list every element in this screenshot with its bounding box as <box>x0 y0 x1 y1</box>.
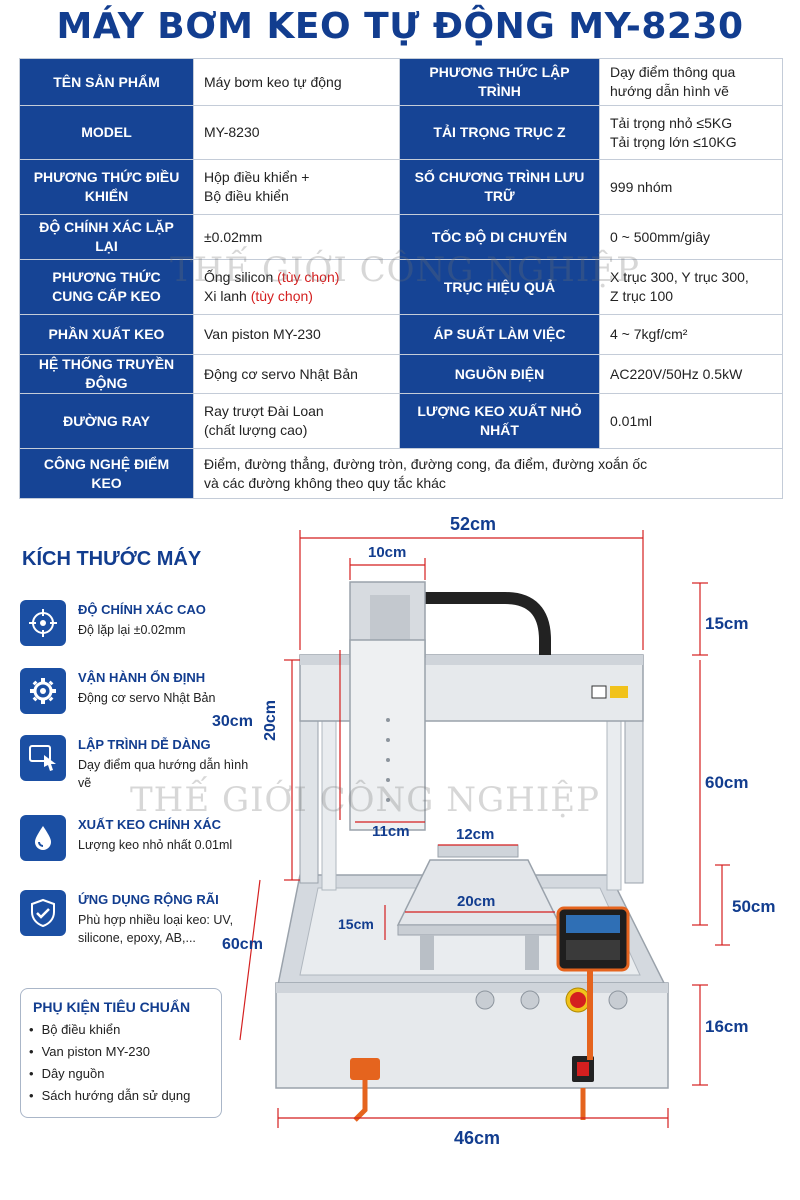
gear-icon <box>30 678 56 704</box>
button-icon <box>520 990 540 1010</box>
spec-value: Ray trượt Đài Loan(chất lượng cao) <box>193 393 400 449</box>
feature-desc: Động cơ servo Nhật Bản <box>78 691 216 705</box>
spec-value: 999 nhóm <box>599 159 783 215</box>
accessories-list: Bộ điều khiển Van piston MY-230 Dây nguồ… <box>29 1019 191 1107</box>
spec-table: TÊN SẢN PHẨM Máy bơm keo tự động PHƯƠNG … <box>19 58 783 499</box>
feature-desc: Dạy điểm qua hướng dẫn hình vẽ <box>78 758 249 790</box>
spec-key: TỐC ĐỘ DI CHUYỂN <box>399 214 600 260</box>
spec-key: MODEL <box>19 105 194 160</box>
dimensions-title: KÍCH THƯỚC MÁY <box>22 548 202 570</box>
list-item: Dây nguồn <box>29 1063 190 1085</box>
connector-icon <box>350 1058 380 1080</box>
spec-row: ĐỘ CHÍNH XÁC LẶP LẠI ±0.02mm TỐC ĐỘ DI C… <box>19 214 783 260</box>
spec-value: 0 ~ 500mm/giây <box>599 214 783 260</box>
spec-key: NGUỒN ĐIỆN <box>399 354 600 394</box>
list-item: Sách hướng dẫn sử dụng <box>29 1085 191 1107</box>
dim-depth: 60cm <box>222 936 263 953</box>
feature-desc: Lượng keo nhỏ nhất 0.01ml <box>78 838 233 852</box>
spec-value: Điểm, đường thẳng, đường tròn, đường con… <box>193 448 783 499</box>
spec-value: 0.01ml <box>599 393 783 449</box>
spec-key: ĐỘ CHÍNH XÁC LẶP LẠI <box>19 214 194 260</box>
dim-carriage-width: 11cm <box>372 823 410 840</box>
feature-title: VẬN HÀNH ỔN ĐỊNH <box>78 670 206 685</box>
spec-value: X trục 300, Y trục 300,Z trục 100 <box>599 259 783 315</box>
spec-key: PHẦN XUẤT KEO <box>19 314 194 355</box>
feature-desc: Phù hợp nhiều loại keo: UV, silicone, ep… <box>78 913 234 945</box>
dim-height: 60cm <box>705 773 749 792</box>
spec-value: AC220V/50Hz 0.5kW <box>599 354 783 394</box>
spec-row: TÊN SẢN PHẨM Máy bơm keo tự động PHƯƠNG … <box>19 58 783 106</box>
crosshair-icon <box>29 609 57 637</box>
touch-screen-icon <box>29 745 56 771</box>
spec-key: PHƯƠNG THỨC CUNG CẤP KEO <box>19 259 194 315</box>
dim-z-travel: 20cm <box>262 700 279 741</box>
spec-key: TÊN SẢN PHẨM <box>19 58 194 106</box>
dim-table-depth: 15cm <box>338 916 374 932</box>
spec-key: LƯỢNG KEO XUẤT NHỎ NHẤT <box>399 393 600 449</box>
spec-value: Máy bơm keo tự động <box>193 58 400 106</box>
spec-row: PHƯƠNG THỨC ĐIỀU KHIỂN Hộp điều khiển +B… <box>19 159 783 215</box>
machine-base <box>275 982 669 1089</box>
feature-title: XUẤT KEO CHÍNH XÁC <box>78 817 222 832</box>
spec-value: Ống silicon (tùy chọn) Xi lanh (tùy chọn… <box>193 259 400 315</box>
spec-value: MY-8230 <box>193 105 400 160</box>
list-item: Van piston MY-230 <box>29 1041 190 1063</box>
dim-table-height: 50cm <box>732 897 776 916</box>
dimension-lines <box>239 530 730 1128</box>
spec-key: HỆ THỐNG TRUYỀN ĐỘNG <box>19 354 194 394</box>
button-icon <box>475 990 495 1010</box>
spec-key: PHƯƠNG THỨC LẬP TRÌNH <box>399 58 600 106</box>
feature-desc: Độ lặp lại ±0.02mm <box>78 623 186 637</box>
spec-value: 4 ~ 7kgf/cm² <box>599 314 783 355</box>
dim-width-top: 52cm <box>450 514 497 534</box>
dim-base-height: 16cm <box>705 1017 749 1036</box>
droplet-icon <box>35 826 51 850</box>
shield-check-icon <box>31 898 55 928</box>
emergency-stop-icon <box>570 992 586 1008</box>
spec-row: CÔNG NGHỆ ĐIỂM KEO Điểm, đường thẳng, đư… <box>19 448 783 499</box>
spec-row: ĐƯỜNG RAY Ray trượt Đài Loan(chất lượng … <box>19 393 783 449</box>
spec-row: PHƯƠNG THỨC CUNG CẤP KEO Ống silicon (tù… <box>19 259 783 315</box>
spec-key: CÔNG NGHỆ ĐIỂM KEO <box>19 448 194 499</box>
dim-clearance: 30cm <box>212 713 253 730</box>
spec-value: Hộp điều khiển +Bộ điều khiển <box>193 159 400 215</box>
spec-key: SỐ CHƯƠNG TRÌNH LƯU TRỮ <box>399 159 600 215</box>
spec-key: ĐƯỜNG RAY <box>19 393 194 449</box>
spec-value: Van piston MY-230 <box>193 314 400 355</box>
dim-head-height: 15cm <box>705 614 749 633</box>
dim-base-width: 46cm <box>454 1128 501 1148</box>
spec-key: TRỤC HIỆU QUẢ <box>399 259 600 315</box>
spec-row: MODEL MY-8230 TẢI TRỌNG TRỤC Z Tải trọng… <box>19 105 783 160</box>
dim-head-width: 10cm <box>368 544 407 561</box>
spec-row: HỆ THỐNG TRUYỀN ĐỘNG Động cơ servo Nhật … <box>19 354 783 394</box>
feature-title: ĐỘ CHÍNH XÁC CAO <box>78 602 206 617</box>
list-item: Bộ điều khiển <box>29 1019 190 1041</box>
dim-table-top: 12cm <box>456 826 495 843</box>
accessories-title: PHỤ KIỆN TIÊU CHUẨN <box>33 999 191 1015</box>
button-icon <box>608 990 628 1010</box>
page-title: MÁY BƠM KEO TỰ ĐỘNG MY-8230 <box>56 6 744 47</box>
cable-chain <box>420 592 551 655</box>
spec-row: PHẦN XUẤT KEO Van piston MY-230 ÁP SUẤT … <box>19 314 783 355</box>
dim-table-width: 20cm <box>457 893 496 910</box>
spec-key: TẢI TRỌNG TRỤC Z <box>399 105 600 160</box>
feature-title: ỨNG DỤNG RỘNG RÃI <box>78 892 219 907</box>
accessories-box: PHỤ KIỆN TIÊU CHUẨN Bộ điều khiển Van pi… <box>20 988 222 1118</box>
feature-title: LẬP TRÌNH DỄ DÀNG <box>78 737 211 752</box>
spec-value: ±0.02mm <box>193 214 400 260</box>
